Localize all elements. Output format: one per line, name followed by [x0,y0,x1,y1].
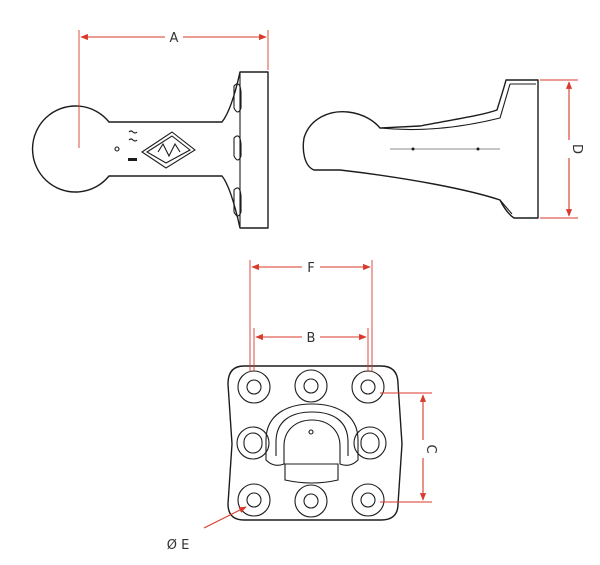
flange-slot-bottom [233,187,242,217]
side-ridge [379,83,511,131]
label-f: F [307,261,314,276]
u-loop-inner [275,411,349,456]
center-mark [114,146,120,152]
flange-slot-mid [233,135,242,161]
dimension-d: D [540,79,584,219]
u-loop [265,403,359,466]
plate-outline [227,365,403,521]
dimension-e: Ø E [167,506,247,553]
u-loop-mark [308,429,314,435]
u-loop-base [284,463,339,484]
dimension-b: B [253,328,369,371]
squiggle-mark [128,130,138,142]
label-a: A [170,31,179,46]
bar-mark [128,158,137,161]
side-flange-line [499,83,536,215]
logo-icon [141,131,196,169]
side-dot-2 [476,147,480,151]
side-dot-1 [411,147,415,151]
top-view [31,71,269,229]
dimension-c: C [380,392,438,503]
label-c: C [423,444,438,453]
dimension-f: F [249,259,373,372]
dimension-a: A [78,29,269,148]
flange-slot-top [233,83,242,113]
label-d: D [569,144,584,154]
label-e: Ø E [167,538,190,553]
label-b: B [307,331,316,346]
bottom-view [227,365,403,521]
side-view [302,79,539,219]
